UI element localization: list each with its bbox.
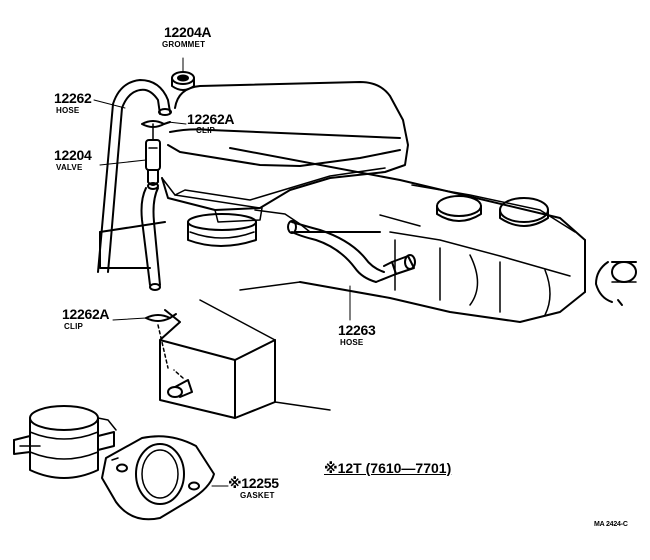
- leader-lines: [93, 57, 351, 487]
- valve-number: 12204: [54, 147, 92, 163]
- clip-bottom-number: 12262A: [62, 306, 110, 322]
- hose-12263-part: [287, 220, 416, 283]
- clip-top-number: 12262A: [187, 111, 235, 127]
- applicability-note: ※12T (7610—7701): [324, 460, 452, 476]
- valve-name: VALVE: [56, 163, 83, 172]
- gasket-name: GASKET: [240, 491, 275, 500]
- side-cylinder: [595, 261, 637, 306]
- grommet-part: [171, 71, 195, 91]
- gasket-number: ※12255: [228, 475, 279, 491]
- air-cleaner: [161, 81, 409, 247]
- clip-top-name: CLIP: [196, 126, 216, 135]
- engine-block: [99, 147, 586, 419]
- pcv-hose-lower: [140, 187, 177, 369]
- hose-right-name: HOSE: [340, 338, 364, 347]
- grommet-number: 12204A: [164, 24, 212, 40]
- clip-top-part: [141, 120, 171, 128]
- clip-bottom-name: CLIP: [64, 322, 84, 331]
- hose-top-number: 12262: [54, 90, 92, 106]
- oil-filler-caps: [436, 195, 549, 227]
- pcv-valve: [145, 123, 161, 190]
- gasket-part: [101, 435, 215, 521]
- hose-top-name: HOSE: [56, 106, 80, 115]
- grommet-name: GROMMET: [162, 40, 206, 49]
- hose-right-number: 12263: [338, 322, 376, 338]
- drawing-code: MA 2424-C: [594, 521, 628, 528]
- air-filter-body: [13, 405, 117, 479]
- pcv-hose-upper: [97, 79, 172, 273]
